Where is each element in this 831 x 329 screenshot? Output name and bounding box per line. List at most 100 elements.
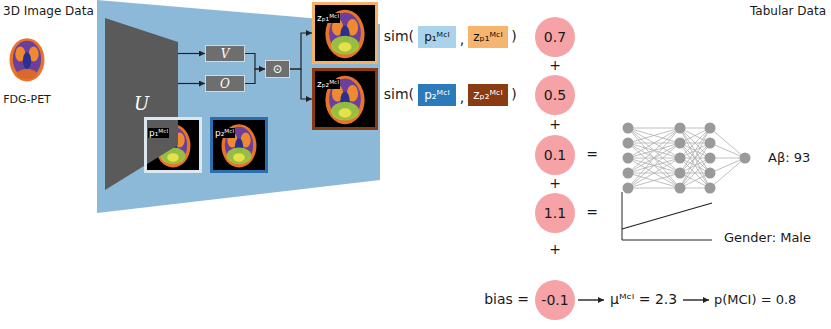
prototype-image: p₂ᴹᶜᴵ bbox=[210, 117, 268, 173]
score-circle: 0.7 bbox=[535, 17, 575, 57]
function-label: sim( bbox=[384, 29, 414, 44]
projection-box: V bbox=[205, 45, 245, 62]
network-weight bbox=[680, 143, 710, 188]
plot-axis bbox=[622, 240, 712, 241]
latent-chip: zₚ₂ᴹᶜᴵ bbox=[468, 84, 508, 106]
encoder-block: U bbox=[105, 18, 178, 190]
projection-box: O bbox=[205, 75, 245, 92]
network-weight bbox=[628, 128, 680, 129]
network-neuron bbox=[623, 138, 634, 149]
image-background bbox=[315, 5, 375, 61]
image-background bbox=[315, 71, 375, 127]
network-weight bbox=[710, 158, 745, 173]
network-neuron bbox=[675, 138, 686, 149]
encoder-trapezoid bbox=[105, 18, 178, 190]
network-neuron bbox=[675, 168, 686, 179]
prototype-chip: p₂ᴹᶜᴵ bbox=[418, 84, 456, 106]
flow-connector bbox=[178, 53, 205, 54]
network-weight bbox=[628, 128, 680, 158]
network-weight bbox=[628, 158, 680, 188]
node-text: 0.5 bbox=[544, 88, 566, 102]
section-title: 3D Image Data bbox=[3, 5, 94, 18]
network-weight bbox=[628, 188, 680, 189]
plot-axis bbox=[622, 192, 623, 240]
network-weight bbox=[628, 128, 680, 158]
network-neuron bbox=[623, 168, 634, 179]
plus-sign: + bbox=[549, 58, 561, 73]
tabular-value: Gender: Male bbox=[724, 231, 811, 245]
tabular-value: Aβ: 93 bbox=[768, 151, 810, 165]
score-circle: 0.1 bbox=[535, 135, 575, 175]
flow-connector bbox=[290, 69, 312, 99]
node-text: U bbox=[134, 95, 149, 113]
node-text: -0.1 bbox=[541, 293, 568, 307]
network-neuron bbox=[675, 183, 686, 194]
flow-connector bbox=[245, 69, 265, 84]
image-caption: zₚ₂ᴹᶜᴵ bbox=[316, 79, 340, 89]
network-neuron bbox=[623, 183, 634, 194]
network-neuron bbox=[623, 123, 634, 134]
image-caption: p₁ᴹᶜᴵ bbox=[148, 128, 169, 138]
function-label: ) bbox=[511, 29, 516, 44]
fdg-pet-image bbox=[10, 38, 45, 81]
network-weight bbox=[628, 128, 680, 143]
section-title: Tabular Data bbox=[750, 5, 826, 18]
network-weight bbox=[628, 128, 680, 143]
network-neuron bbox=[705, 153, 716, 164]
neural-network bbox=[623, 123, 751, 194]
node-text: zₚ₁ᴹᶜᴵ bbox=[473, 31, 502, 43]
network-neuron bbox=[705, 123, 716, 134]
score-circle: 1.1 bbox=[535, 193, 575, 233]
node-text: O bbox=[220, 78, 230, 90]
result-arrow bbox=[578, 299, 604, 300]
latent-chip: zₚ₁ᴹᶜᴵ bbox=[468, 26, 508, 48]
network-weight bbox=[680, 128, 710, 173]
bias-label: bias = bbox=[484, 292, 529, 307]
function-label: sim( bbox=[384, 87, 414, 102]
linear-function bbox=[622, 203, 712, 229]
flow-connector bbox=[245, 54, 265, 70]
network-weight bbox=[628, 128, 680, 188]
network-weight bbox=[710, 143, 745, 158]
plus-sign: + bbox=[549, 176, 561, 191]
network-neuron bbox=[675, 153, 686, 164]
probability-label: p(MCI) = 0.8 bbox=[714, 293, 796, 307]
equals-sign: = bbox=[586, 205, 598, 220]
node-text: p₂ᴹᶜᴵ bbox=[424, 89, 450, 101]
network-weight bbox=[680, 143, 710, 188]
network-neuron bbox=[740, 153, 751, 164]
score-circle: 0.5 bbox=[535, 75, 575, 115]
separator: , bbox=[460, 32, 464, 47]
flow-connector bbox=[290, 33, 312, 69]
logit-label: μᴹᶜᴵ = 2.3 bbox=[610, 292, 677, 307]
node-text: p₁ᴹᶜᴵ bbox=[424, 31, 450, 43]
modality-label: FDG-PET bbox=[3, 94, 51, 106]
node-text: zₚ₂ᴹᶜᴵ bbox=[473, 89, 502, 101]
network-neuron bbox=[705, 138, 716, 149]
network-weight bbox=[628, 128, 680, 188]
separator: , bbox=[460, 90, 464, 105]
product-box: ⊙ bbox=[265, 60, 290, 78]
equals-sign: = bbox=[586, 147, 598, 162]
latent-image: zₚ₁ᴹᶜᴵ bbox=[312, 2, 378, 64]
network-neuron bbox=[705, 183, 716, 194]
node-text: V bbox=[221, 48, 230, 60]
node-text: 1.1 bbox=[544, 206, 566, 220]
model-region bbox=[97, 0, 380, 213]
latent-image: zₚ₂ᴹᶜᴵ bbox=[312, 68, 378, 130]
bias-circle: -0.1 bbox=[535, 280, 575, 320]
network-weight bbox=[628, 173, 680, 188]
image-caption: p₂ᴹᶜᴵ bbox=[214, 128, 235, 138]
result-arrow bbox=[683, 299, 709, 300]
node-text: 0.7 bbox=[544, 30, 566, 44]
image-background bbox=[213, 120, 265, 170]
network-weight bbox=[628, 128, 680, 173]
network-neuron bbox=[675, 123, 686, 134]
function-label: ) bbox=[511, 87, 516, 102]
prototype-chip: p₁ᴹᶜᴵ bbox=[418, 26, 456, 48]
network-weight bbox=[628, 158, 680, 188]
node-text: ⊙ bbox=[272, 63, 282, 75]
prototype-image: p₁ᴹᶜᴵ bbox=[144, 117, 202, 173]
network-weight bbox=[628, 128, 680, 173]
